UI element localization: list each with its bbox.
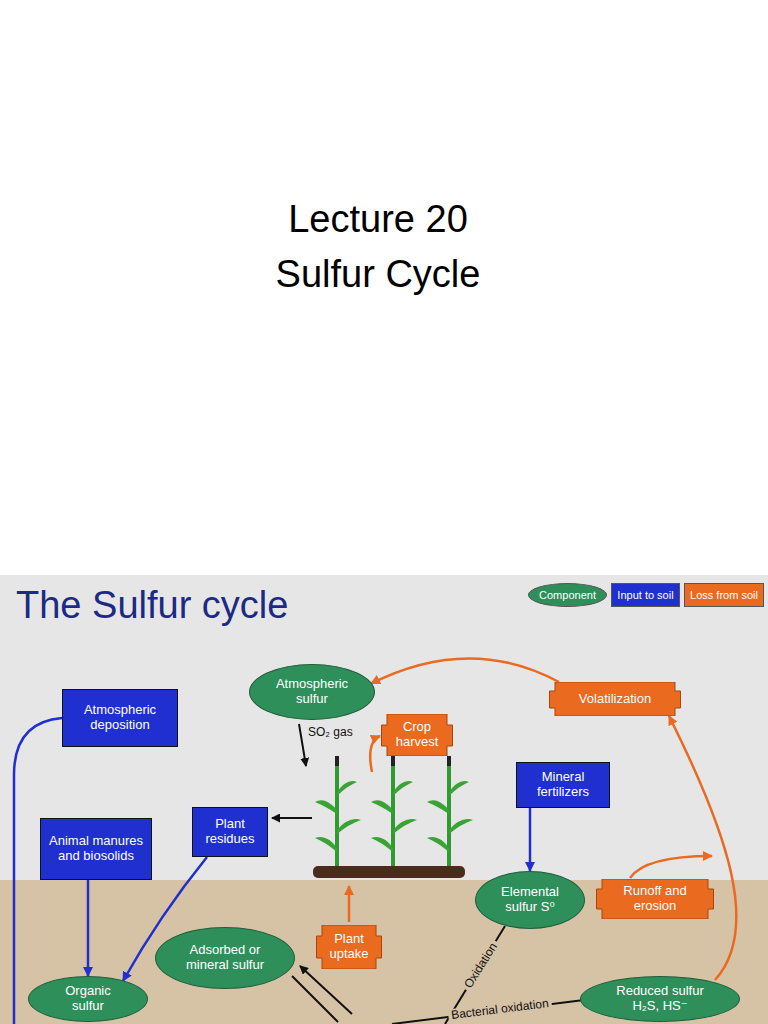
uptake-arrow [348,886,351,922]
node-text: Plant uptake [326,932,372,962]
node-text: Elemental sulfur S⁰ [494,885,567,915]
loss-box: Crop harvest [381,714,453,756]
loss-outline-shape [317,925,382,969]
loss-box: Runoff and erosion [596,879,714,919]
loss-box: Plant uptake [316,925,382,969]
node-text: Atmospheric deposition [67,703,173,733]
flow-connector [87,880,90,976]
node-text: Volatilization [559,692,671,707]
sky-ground [0,575,768,880]
node-text: Adsorbed or mineral sulfur [179,943,271,973]
node-text: Plant residues [197,817,263,847]
diagram-heading: The Sulfur cycle [16,584,288,628]
loss-box: Volatilization [549,682,681,716]
soil-ground [0,880,768,1024]
exchange-line [292,976,338,1022]
component-ellipse: Atmospheric sulfur [249,664,375,720]
legend-swatch: Loss from soil [684,583,764,607]
node-text: Mineral fertilizers [521,770,605,800]
gas-label: SO₂ gas [308,726,353,740]
node-text: Organic sulfur [49,984,128,1014]
input-box: Plant residues [192,807,268,857]
flow-connector [371,658,559,683]
slide-title: Lecture 20 Sulfur Cycle [253,192,503,302]
legend-swatch: Component [528,583,607,607]
process-label: Oxidation [460,938,502,993]
exchange-arrow [300,966,352,1014]
component-ellipse: Organic sulfur [28,976,148,1022]
component-ellipse: Elemental sulfur S⁰ [475,871,585,929]
corn-plant [427,756,473,868]
legend-text: Input to soil [617,589,673,601]
process-label: Bacterial oxidation [448,997,553,1023]
soil-bar [313,866,465,878]
input-box: Atmospheric deposition [62,689,178,747]
node-text: Reduced sulfur H₂S, HS⁻ [607,984,713,1014]
corn-plant [315,756,361,868]
loss-outline-shape [550,682,681,716]
flow-connector [529,808,532,871]
corn-plant [371,756,417,868]
loss-outline-shape [382,714,453,756]
legend-swatch: Input to soil [611,583,680,607]
input-box: Mineral fertilizers [516,762,610,808]
residue-arrow [272,817,312,819]
component-ellipse: Adsorbed or mineral sulfur [155,927,295,989]
legend-text: Component [539,589,596,601]
node-text: Atmospheric sulfur [271,677,354,707]
legend-text: Loss from soil [690,589,758,601]
flow-connector [669,716,736,980]
node-text: Crop harvest [391,720,443,750]
so2-arrow [299,724,306,766]
component-ellipse: Reduced sulfur H₂S, HS⁻ [580,976,740,1022]
runoff-arrow [630,856,712,878]
node-text: Animal manures and biosolids [45,834,147,864]
loss-outline-shape [597,879,714,919]
input-box: Animal manures and biosolids [40,818,152,880]
node-text: Runoff and erosion [606,884,704,914]
harvest-arrow [370,736,380,772]
